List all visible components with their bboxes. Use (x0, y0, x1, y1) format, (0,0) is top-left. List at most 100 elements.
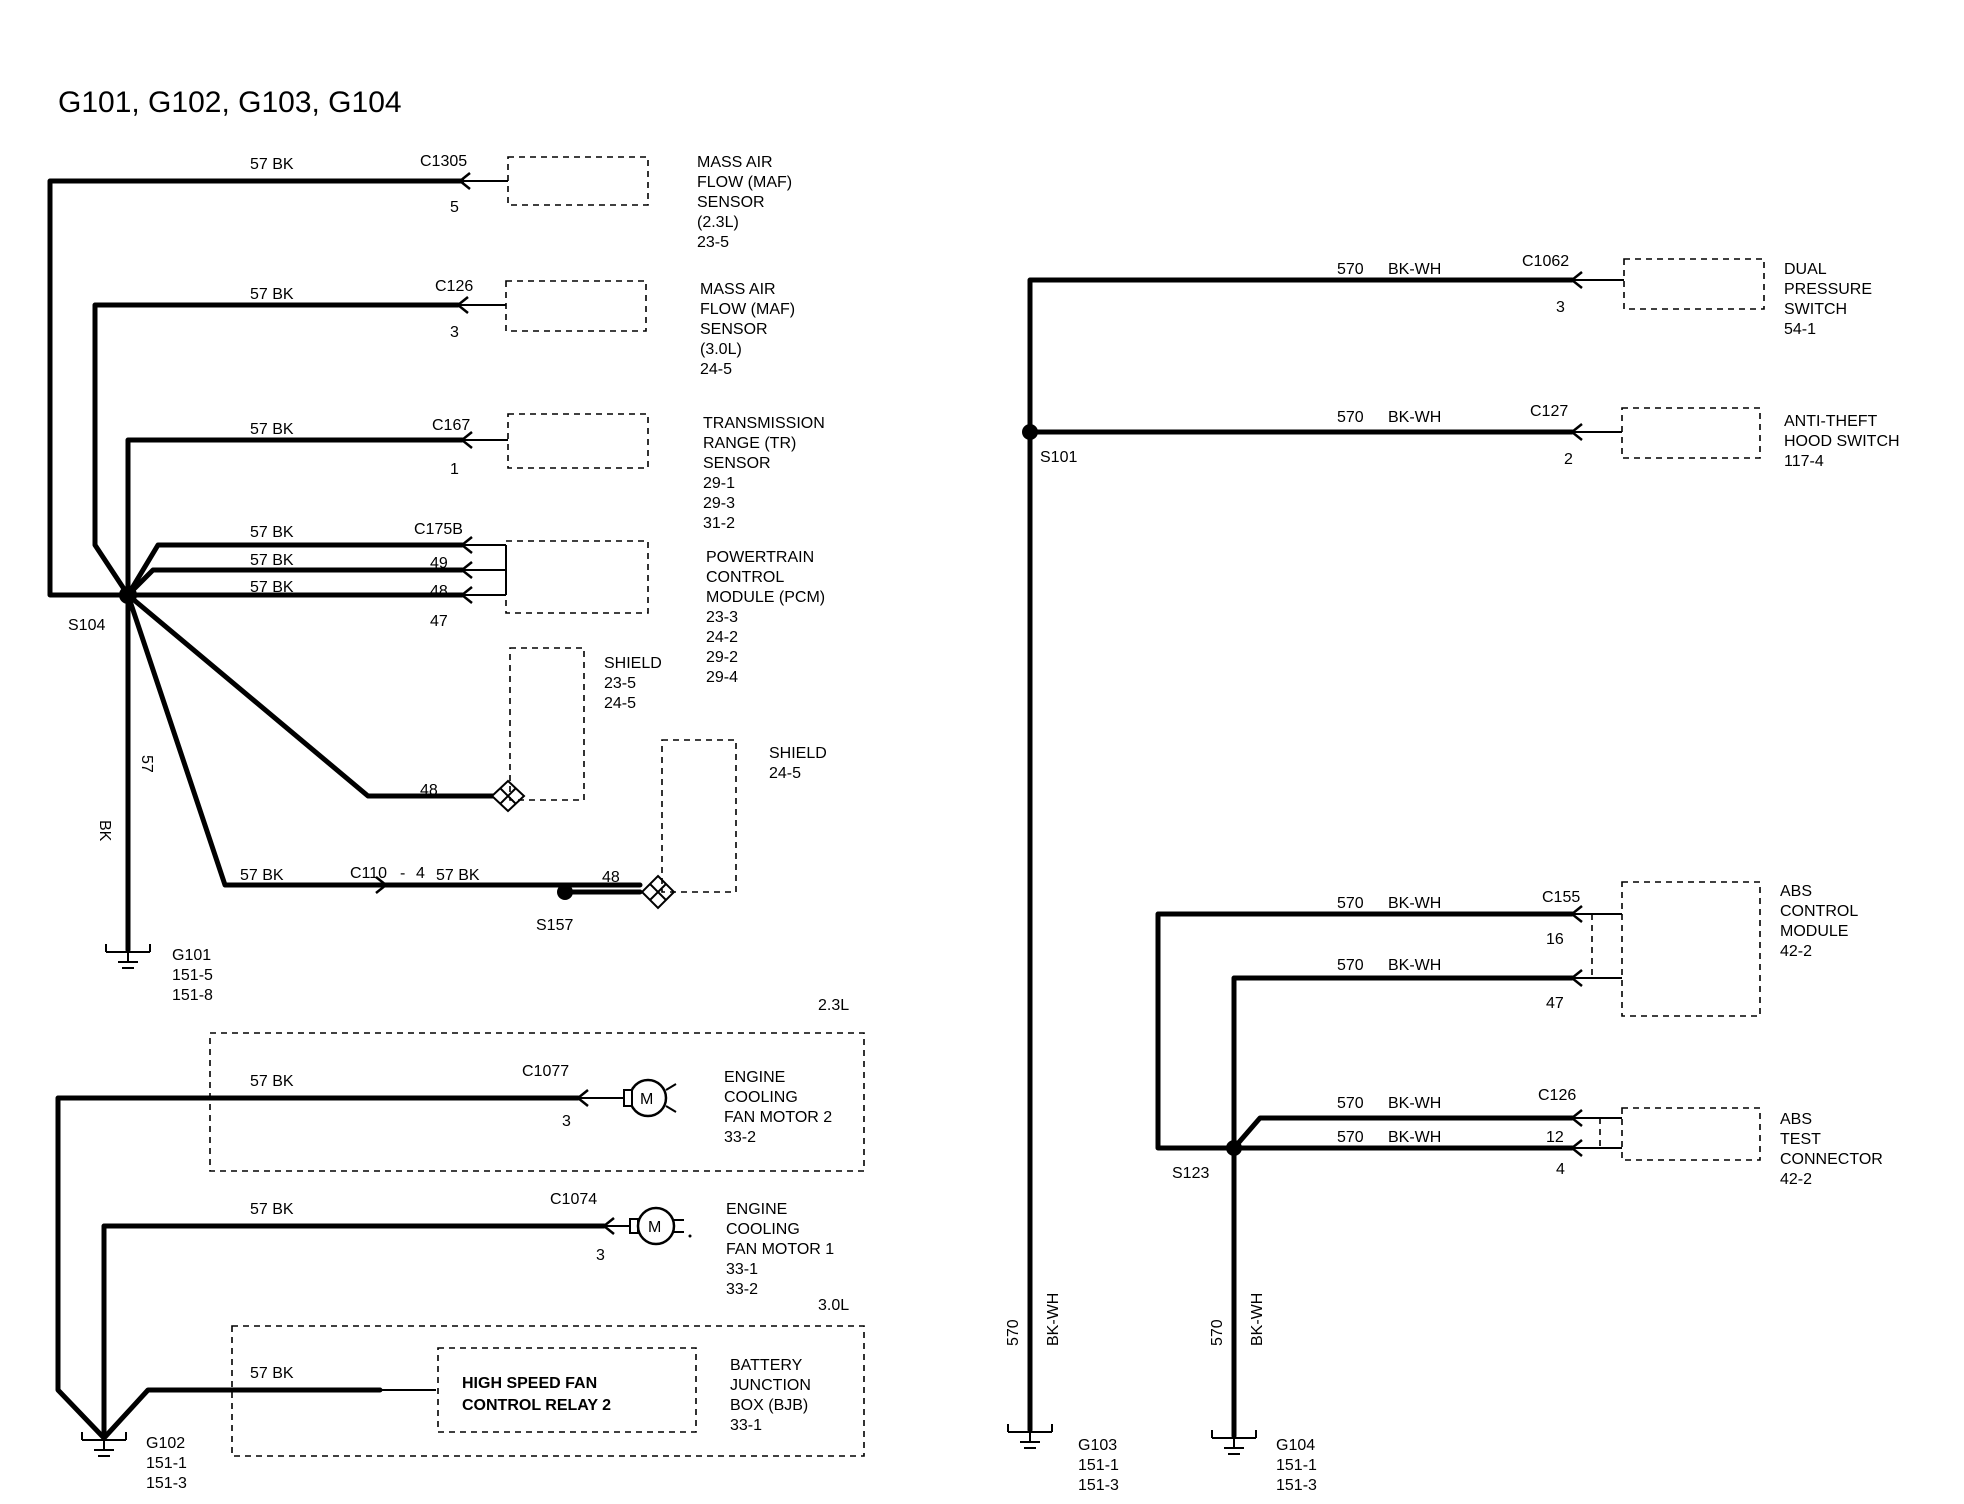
maf-30-name-3: SENSOR (700, 321, 768, 338)
maf-30-connector-label: C126 (435, 278, 473, 295)
bjb-name-3: BOX (BJB) (730, 1397, 808, 1414)
maf-23-name-1: MASS AIR (697, 154, 773, 171)
antitheft-name-3: 117-4 (1784, 453, 1824, 470)
fan2-name-1: ENGINE (724, 1069, 785, 1086)
antitheft-connector-label: C127 (1530, 403, 1568, 420)
tr-name-1: TRANSMISSION (703, 415, 825, 432)
g101-ref-1: 151-5 (172, 967, 213, 984)
g102-label: G102 (146, 1435, 185, 1452)
fan1-wire-label: 57 BK (250, 1201, 294, 1218)
maf-23-pin: 5 (450, 199, 459, 216)
splice-s123-label: S123 (1172, 1165, 1209, 1182)
bjb-name-4: 33-1 (730, 1417, 762, 1434)
antitheft-name-2: HOOD SWITCH (1784, 433, 1900, 450)
tr-name-4: 29-1 (703, 475, 735, 492)
s101-wire-bundle (1027, 277, 1575, 1433)
abs-test-connector (1569, 1109, 1622, 1157)
bjb-box (231, 1325, 865, 1457)
fan1-name-5: 33-2 (726, 1281, 758, 1298)
pcm-name-5: 24-2 (706, 629, 738, 646)
maf-30-wire-label: 57 BK (250, 286, 294, 303)
antitheft-name-1: ANTI-THEFT (1784, 413, 1878, 430)
g102-ref-2: 151-3 (146, 1475, 187, 1492)
splice-s123 (1226, 1140, 1242, 1156)
abs-module-wire1-circuit: 570 (1337, 895, 1364, 912)
pcm-name-4: 23-3 (706, 609, 738, 626)
tr-name-2: RANGE (TR) (703, 435, 796, 452)
abs-module-box (1621, 881, 1761, 1017)
svg-text:M: M (640, 1091, 653, 1108)
fan1-name-3: FAN MOTOR 1 (726, 1241, 834, 1258)
c110-connector (375, 876, 389, 894)
abs-test-wire1-color: BK-WH (1388, 1095, 1441, 1112)
shield-1-name-1: SHIELD (604, 655, 662, 672)
fan1-pin: 3 (596, 1247, 605, 1264)
bjb-name-1: BATTERY (730, 1357, 803, 1374)
g104-wire-circuit: 570 (1209, 1319, 1226, 1346)
shield-2-name-1: SHIELD (769, 745, 827, 762)
bjb-wire-label: 57 BK (250, 1365, 294, 1382)
pcm-name-1: POWERTRAIN (706, 549, 814, 566)
maf-23-connector-label: C1305 (420, 153, 467, 170)
shield-1-name-2: 23-5 (604, 675, 636, 692)
dual-connector-label: C1062 (1522, 253, 1569, 270)
dual-name-3: SWITCH (1784, 301, 1847, 318)
relay-box (437, 1347, 697, 1433)
antitheft-component-box (1621, 407, 1761, 459)
abs-module-pin-16: 16 (1546, 931, 1564, 948)
abs-module-wire2-circuit: 570 (1337, 957, 1364, 974)
splice-s101-label: S101 (1040, 449, 1077, 466)
pcm-wire-label-3: 57 BK (250, 579, 294, 596)
abs-test-name-4: 42-2 (1780, 1171, 1812, 1188)
pcm-component-box (505, 540, 649, 614)
dual-color: BK-WH (1388, 261, 1441, 278)
splice-s157-label: S157 (536, 917, 573, 934)
maf-30-name-1: MASS AIR (700, 281, 776, 298)
abs-module-connector-label: C155 (1542, 889, 1580, 906)
g103-wire-circuit: 570 (1005, 1319, 1022, 1346)
pcm-name-7: 29-4 (706, 669, 738, 686)
s104-wire-bundle (47, 178, 643, 953)
ground-g102-symbol (81, 1432, 127, 1457)
g102-ref-1: 151-1 (146, 1455, 187, 1472)
pcm-name-2: CONTROL (706, 569, 784, 586)
g104-ref-1: 151-1 (1276, 1457, 1317, 1474)
dual-component-box (1623, 258, 1765, 310)
tr-name-6: 31-2 (703, 515, 735, 532)
abs-module-wire2-color: BK-WH (1388, 957, 1441, 974)
maf-30-component-box (505, 280, 647, 332)
pcm-pin-49: 49 (430, 555, 448, 572)
maf-23-wire-label: 57 BK (250, 156, 294, 173)
variant-23-label: 2.3L (818, 997, 849, 1014)
relay-name-2: CONTROL RELAY 2 (462, 1397, 611, 1414)
abs-test-wire2-color: BK-WH (1388, 1129, 1441, 1146)
fan1-name-1: ENGINE (726, 1201, 787, 1218)
g104-label: G104 (1276, 1437, 1315, 1454)
tr-connector-label: C167 (432, 417, 470, 434)
maf-30-pin: 3 (450, 324, 459, 341)
fan1-connector-label: C1074 (550, 1191, 597, 1208)
g102-wire-bundle (55, 1095, 607, 1441)
maf-23-component-box (507, 156, 649, 206)
svg-text:M: M (648, 1219, 661, 1236)
pcm-wire-label-2: 57 BK (250, 552, 294, 569)
g103-label: G103 (1078, 1437, 1117, 1454)
c110-pin: 4 (416, 865, 425, 882)
dual-name-4: 54-1 (1784, 321, 1816, 338)
antitheft-circuit: 570 (1337, 409, 1364, 426)
s104-vertical-color: BK (96, 820, 113, 842)
g103-wire-color: BK-WH (1045, 1293, 1062, 1346)
fan2-name-3: FAN MOTOR 2 (724, 1109, 832, 1126)
dual-name-1: DUAL (1784, 261, 1827, 278)
g101-label: G101 (172, 947, 211, 964)
abs-test-pin-4: 4 (1556, 1161, 1565, 1178)
maf-23-name-5: 23-5 (697, 234, 729, 251)
tr-pin: 1 (450, 461, 459, 478)
tr-name-3: SENSOR (703, 455, 771, 472)
maf-23-name-4: (2.3L) (697, 214, 739, 231)
abs-test-connector-label: C126 (1538, 1087, 1576, 1104)
maf-30-name-5: 24-5 (700, 361, 732, 378)
fan1-name-4: 33-1 (726, 1261, 758, 1278)
antitheft-color: BK-WH (1388, 409, 1441, 426)
abs-module-wire1-color: BK-WH (1388, 895, 1441, 912)
